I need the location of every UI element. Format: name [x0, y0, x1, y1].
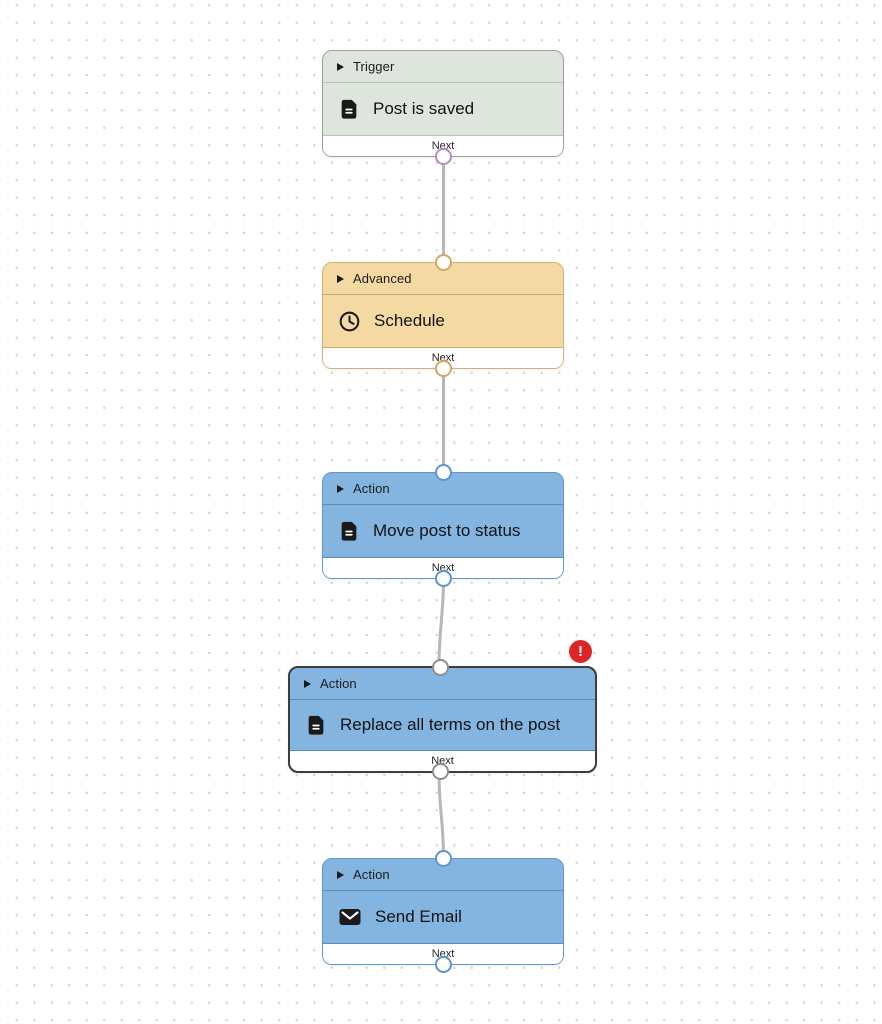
- node-type-label: Action: [353, 481, 390, 496]
- node-trigger[interactable]: Trigger Post is saved Next: [322, 50, 564, 165]
- output-port-next[interactable]: [434, 360, 452, 377]
- node-title: Send Email: [375, 907, 462, 926]
- collapse-triangle-icon: [304, 679, 311, 688]
- node-type-label: Trigger: [353, 59, 395, 74]
- node-body[interactable]: Schedule: [323, 295, 563, 347]
- collapse-triangle-icon: [337, 274, 344, 283]
- node-type-label: Advanced: [353, 271, 412, 286]
- node-footer: Next: [323, 135, 563, 156]
- node-header-toggle[interactable]: Action: [290, 668, 595, 700]
- node-body[interactable]: Send Email: [323, 891, 563, 943]
- output-port-next[interactable]: [434, 956, 452, 973]
- node-advanced-schedule[interactable]: Advanced Schedule Next: [322, 254, 564, 377]
- input-port[interactable]: [434, 464, 452, 481]
- node-header-toggle[interactable]: Action: [323, 859, 563, 891]
- input-port[interactable]: [434, 850, 452, 867]
- edge-connector[interactable]: [437, 771, 445, 860]
- node-type-label: Action: [353, 867, 390, 882]
- collapse-triangle-icon: [337, 62, 344, 71]
- clock-icon: [338, 310, 361, 333]
- exclamation-icon: !: [578, 643, 583, 660]
- node-title: Replace all terms on the post: [340, 715, 561, 734]
- node-body[interactable]: Post is saved: [323, 83, 563, 135]
- envelope-icon: [338, 905, 362, 929]
- output-port-next[interactable]: [434, 570, 452, 587]
- node-header-toggle[interactable]: Trigger: [323, 51, 563, 83]
- node-title: Schedule: [374, 311, 445, 330]
- output-port-next[interactable]: [434, 148, 452, 165]
- collapse-triangle-icon: [337, 870, 344, 879]
- node-title: Post is saved: [373, 99, 475, 118]
- node-title: Move post to status: [373, 521, 521, 540]
- output-port-next[interactable]: [432, 763, 449, 780]
- edge-connector[interactable]: [437, 577, 445, 668]
- node-action-send-email[interactable]: Action Send Email Next: [322, 850, 564, 973]
- node-type-label: Action: [320, 676, 357, 691]
- document-icon: [338, 520, 360, 542]
- node-header-toggle[interactable]: Advanced: [323, 263, 563, 295]
- node-action-move-post[interactable]: Action Move post to status Next: [322, 464, 564, 587]
- document-icon: [338, 98, 360, 120]
- node-header-toggle[interactable]: Action: [323, 473, 563, 505]
- document-icon: [305, 714, 327, 736]
- error-badge[interactable]: !: [569, 640, 592, 663]
- node-body[interactable]: Replace all terms on the post: [290, 700, 595, 750]
- node-body[interactable]: Move post to status: [323, 505, 563, 557]
- input-port[interactable]: [432, 659, 449, 676]
- input-port[interactable]: [434, 254, 452, 271]
- collapse-triangle-icon: [337, 484, 344, 493]
- node-action-replace-terms[interactable]: ! Action Replace all terms on the post N…: [288, 640, 597, 780]
